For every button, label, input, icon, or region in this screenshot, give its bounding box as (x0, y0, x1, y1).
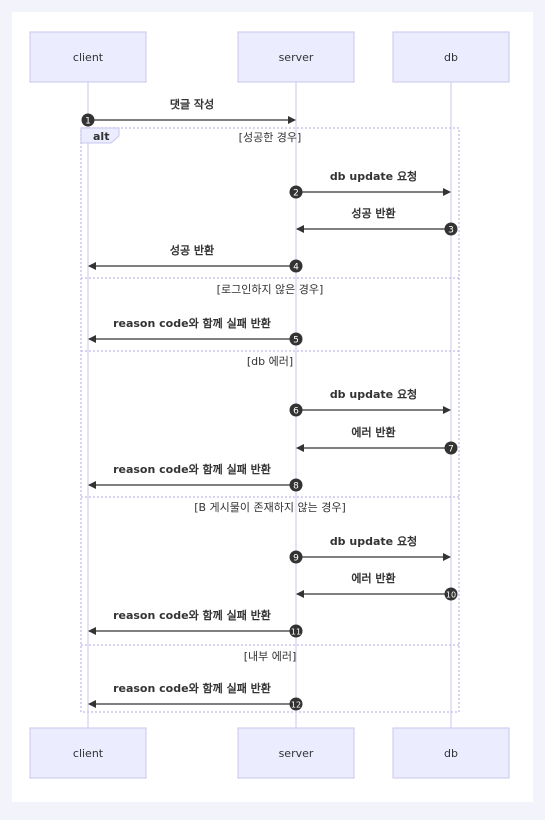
sequence-number: 5 (293, 336, 299, 346)
alt-condition: [내부 에러] (244, 650, 297, 663)
message-label: reason code와 함께 실패 반환 (113, 462, 271, 476)
participant-label-client-top: client (73, 51, 104, 64)
sequence-number: 3 (448, 226, 454, 236)
message-label: reason code와 함께 실패 반환 (113, 608, 271, 622)
participant-box-db-bottom (392, 727, 510, 779)
participant-label-server-bottom: server (279, 747, 314, 760)
sequence-number-badge (289, 624, 303, 638)
sequence-number: 6 (293, 407, 299, 417)
participant-box-client-bottom (29, 727, 147, 779)
message-label: reason code와 함께 실패 반환 (113, 316, 271, 330)
sequence-number: 4 (293, 263, 299, 273)
alt-condition: [db 에러] (247, 355, 293, 368)
sequence-number-badge (81, 113, 95, 127)
sequence-number-badge (289, 332, 303, 346)
participant-box-server-bottom (237, 727, 355, 779)
alt-label: alt (93, 130, 109, 143)
sequence-number: 2 (293, 189, 299, 199)
message-label: db update 요청 (330, 534, 417, 548)
participant-label-db-bottom: db (444, 747, 458, 760)
sequence-number: 7 (448, 445, 454, 455)
alt-frame (80, 127, 460, 713)
message-label: 성공 반환 (351, 206, 395, 220)
sequence-number: 9 (293, 554, 299, 564)
alt-condition: [B 게시물이 존재하지 않는 경우] (194, 500, 346, 514)
alt-label-box (80, 127, 120, 144)
sequence-number: 12 (291, 701, 301, 710)
alt-condition: [성공한 경우] (239, 131, 302, 144)
message-label: reason code와 함께 실패 반환 (113, 681, 271, 695)
sequence-number-badge (289, 403, 303, 417)
message-label: 에러 반환 (351, 425, 395, 439)
sequence-number: 1 (85, 117, 91, 127)
participant-box-server-top (237, 31, 355, 83)
sequence-number-badge (444, 222, 458, 236)
sequence-number-badge (289, 697, 303, 711)
participant-box-client-top (29, 31, 147, 83)
sequence-number: 10 (446, 591, 456, 600)
sequence-number-badge (289, 478, 303, 492)
participant-label-server-top: server (279, 51, 314, 64)
participant-label-client-bottom: client (73, 747, 104, 760)
sequence-number-badge (289, 259, 303, 273)
participant-box-db-top (392, 31, 510, 83)
message-label: 댓글 작성 (170, 97, 214, 111)
sequence-number-badge (289, 550, 303, 564)
message-label: db update 요청 (330, 387, 417, 401)
sequence-number-badge (289, 185, 303, 199)
sequence-number: 11 (291, 628, 301, 637)
sequence-number: 8 (293, 482, 299, 492)
alt-condition: [로그인하지 않은 경우] (217, 282, 324, 296)
sequence-number-badge (444, 441, 458, 455)
participant-label-db-top: db (444, 51, 458, 64)
message-label: 성공 반환 (170, 243, 214, 257)
message-label: 에러 반환 (351, 571, 395, 585)
message-label: db update 요청 (330, 169, 417, 183)
sequence-number-badge (444, 587, 458, 601)
